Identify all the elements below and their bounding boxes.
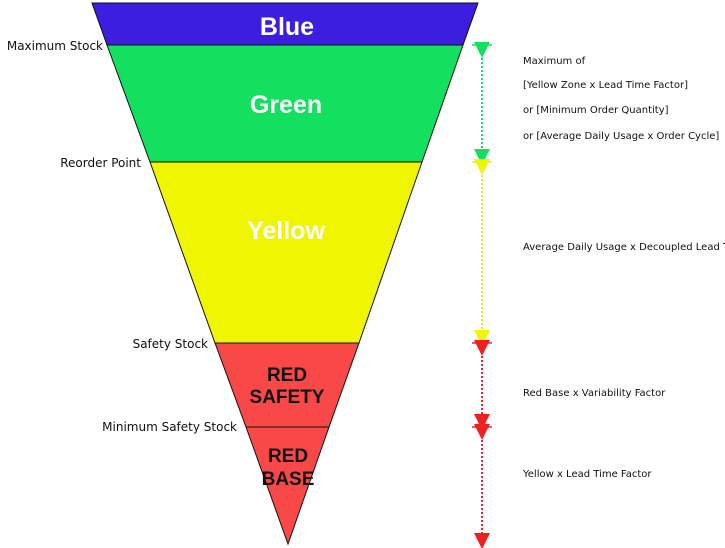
maximum-stock-label: Maximum Stock (7, 39, 103, 53)
safety-stock-label: Safety Stock (133, 337, 208, 351)
green-formula-2: [Yellow Zone x Lead Time Factor] (523, 80, 688, 91)
reorder-point-label: Reorder Point (60, 156, 141, 170)
red-safety-formula: Red Base x Variability Factor (523, 388, 666, 399)
red-base-zone (245, 426, 330, 546)
red-base-label-2: BASE (262, 469, 315, 490)
green-formula-1: Maximum of (523, 56, 586, 67)
green-formula-3: or [Minimum Order Quantity] (523, 105, 669, 116)
red-base-formula: Yellow x Lead Time Factor (522, 469, 652, 480)
yellow-formula: Average Daily Usage x Decoupled Lead Tim… (523, 242, 725, 253)
blue-zone-label: Blue (260, 13, 314, 41)
yellow-zone-label: Yellow (247, 217, 325, 245)
red-safety-label-2: SAFETY (250, 387, 325, 408)
green-zone-label: Green (250, 91, 322, 119)
green-formula-4: or [Average Daily Usage x Order Cycle] (523, 131, 719, 142)
minimum-safety-stock-label: Minimum Safety Stock (102, 420, 237, 434)
yellow-zone (149, 161, 423, 344)
red-safety-label-1: RED (267, 365, 307, 386)
red-base-label-1: RED (268, 446, 308, 467)
